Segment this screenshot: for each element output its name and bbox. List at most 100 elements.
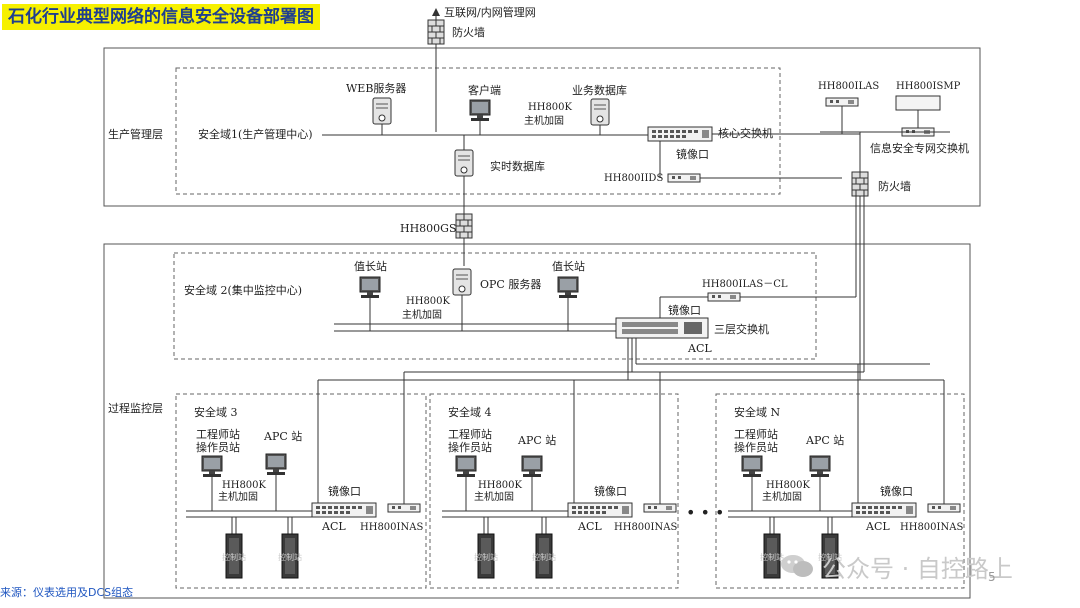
sub4-inas-icon — [643, 503, 677, 513]
client-label: 客户端 — [468, 83, 501, 97]
subN-ctrl1-label: 控制站 — [760, 552, 784, 562]
top-firewall-icon — [427, 19, 445, 45]
sub3-switch-icon — [311, 502, 377, 518]
sub3-acl-label: ACL — [321, 520, 346, 533]
process-layer-box — [103, 243, 971, 599]
ilas-cl-label: HH800ILAS－CL — [702, 279, 788, 290]
d2-hardening-1: HH800K — [406, 296, 451, 307]
subdomain-n: 安全域 N 工程师站 操作员站 APC 站 HH800K 主机加固 镜像口 AC… — [728, 405, 963, 579]
sub3-ctrl2-label: 控制站 — [278, 552, 302, 562]
client-pc-icon — [469, 99, 491, 122]
subN-ctrl2-label: 控制站 — [818, 552, 842, 562]
production-layer-box — [103, 47, 981, 207]
ilas-label: HH800ILAS — [818, 81, 879, 92]
duty-station-1-label: 值长站 — [354, 259, 387, 273]
internet-label: 互联网/内网管理网 — [444, 5, 536, 19]
sub3-eng-2: 操作员站 — [196, 440, 240, 454]
sub3-apc-label: APC 站 — [263, 429, 302, 443]
subN-switch-icon — [851, 502, 917, 518]
sub4-ctrl1-label: 控制站 — [474, 552, 498, 562]
gs-icon — [455, 213, 473, 239]
top-firewall-label: 防火墙 — [452, 25, 485, 39]
sub4-name: 安全域 4 — [448, 405, 492, 419]
domain3-box — [175, 393, 427, 589]
d1-mirror-label: 镜像口 — [676, 147, 709, 161]
domain2-box — [173, 252, 817, 360]
subN-acl-label: ACL — [865, 520, 890, 533]
domain1-box — [175, 67, 781, 195]
watermark: 公众号 · 自控路上 — [780, 548, 1013, 584]
biz-db-label: 业务数据库 — [572, 83, 627, 97]
d1-hardening-1: HH800K — [528, 102, 573, 113]
wechat-logo-icon — [780, 553, 814, 579]
domainN-box — [715, 393, 965, 589]
opc-server-label: OPC 服务器 — [480, 278, 541, 291]
sec-switch-label: 信息安全专网交换机 — [870, 141, 969, 155]
ellipsis: • • • — [686, 503, 724, 522]
sub3-inas-icon — [387, 503, 421, 513]
d1-hardening-2: 主机加固 — [524, 114, 564, 127]
sub4-acl-label: ACL — [577, 520, 602, 533]
ismp-label: HH800ISMP — [896, 81, 961, 92]
sub4-eng-1: 工程师站 — [448, 427, 492, 441]
duty-station-1-icon — [359, 276, 381, 299]
ids-icon — [667, 173, 701, 183]
sub4-eng-pc-icon — [455, 455, 477, 478]
right-firewall-label: 防火墙 — [878, 179, 911, 193]
d2-hardening-2: 主机加固 — [402, 308, 442, 321]
sub4-switch-icon — [567, 502, 633, 518]
subdomain-3: 安全域 3 工程师站 操作员站 APC 站 HH800K 主机加固 镜像口 AC… — [186, 405, 423, 579]
subdomain-4: 安全域 4 工程师站 操作员站 APC 站 HH800K 主机加固 镜像口 AC… — [442, 405, 677, 579]
domain4-box — [429, 393, 679, 589]
subN-eng-2: 操作员站 — [734, 440, 778, 454]
subN-apc-label: APC 站 — [805, 433, 844, 447]
opc-server-icon — [452, 268, 472, 296]
ilas-cl-icon — [707, 292, 741, 302]
sub3-hard-2: 主机加固 — [218, 490, 258, 503]
sub4-eng-2: 操作员站 — [448, 440, 492, 454]
right-firewall-icon — [851, 171, 869, 197]
ids-label: HH800IIDS — [604, 173, 663, 184]
sub3-mirror-label: 镜像口 — [328, 484, 361, 498]
subN-inas-label: HH800INAS — [900, 522, 963, 533]
sub4-ctrl2-label: 控制站 — [532, 552, 556, 562]
subN-eng-1: 工程师站 — [734, 427, 778, 441]
web-server-label: WEB服务器 — [346, 82, 406, 95]
rtdb-label: 实时数据库 — [490, 159, 545, 173]
source-note: 来源：仪表选用及DCS组态 — [0, 586, 134, 599]
sub3-eng-pc-icon — [201, 455, 223, 478]
domain2-label: 安全域 2(集中监控中心) — [184, 283, 302, 297]
sub3-eng-1: 工程师站 — [196, 427, 240, 441]
gs-label: HH800GS — [400, 222, 457, 235]
subN-hard-1: HH800K — [766, 480, 811, 491]
web-server-icon — [372, 97, 392, 125]
subN-hard-2: 主机加固 — [762, 490, 802, 503]
sub4-apc-pc-icon — [521, 455, 543, 478]
duty-station-2-label: 值长站 — [552, 259, 585, 273]
subN-eng-pc-icon — [741, 455, 763, 478]
watermark-text: 公众号 · 自控路上 — [822, 554, 1013, 583]
ilas-icon — [825, 97, 859, 107]
core-switch-icon — [647, 126, 713, 142]
sub4-inas-label: HH800INAS — [614, 522, 677, 533]
core-switch-label: 核心交换机 — [718, 126, 773, 140]
subN-name: 安全域 N — [734, 405, 780, 419]
sub4-apc-label: APC 站 — [517, 433, 556, 447]
l3-switch-label: 三层交换机 — [714, 322, 769, 336]
sub4-mirror-label: 镜像口 — [594, 484, 627, 498]
process-layer-label: 过程监控层 — [108, 401, 163, 415]
subN-inas-icon — [927, 503, 961, 513]
biz-db-icon — [590, 98, 610, 126]
page-number: 5 — [988, 570, 996, 584]
ismp-icon — [895, 95, 941, 111]
subN-apc-pc-icon — [809, 455, 831, 478]
d2-acl-label: ACL — [687, 342, 712, 355]
subN-mirror-label: 镜像口 — [880, 484, 913, 498]
production-layer-label: 生产管理层 — [108, 127, 163, 141]
duty-station-2-icon — [557, 276, 579, 299]
sub3-ctrl1-label: 控制站 — [222, 552, 246, 562]
sub4-hard-2: 主机加固 — [474, 490, 514, 503]
domain1-label: 安全域1(生产管理中心) — [198, 127, 313, 141]
page-title: 石化行业典型网络的信息安全设备部署图 — [2, 4, 320, 30]
